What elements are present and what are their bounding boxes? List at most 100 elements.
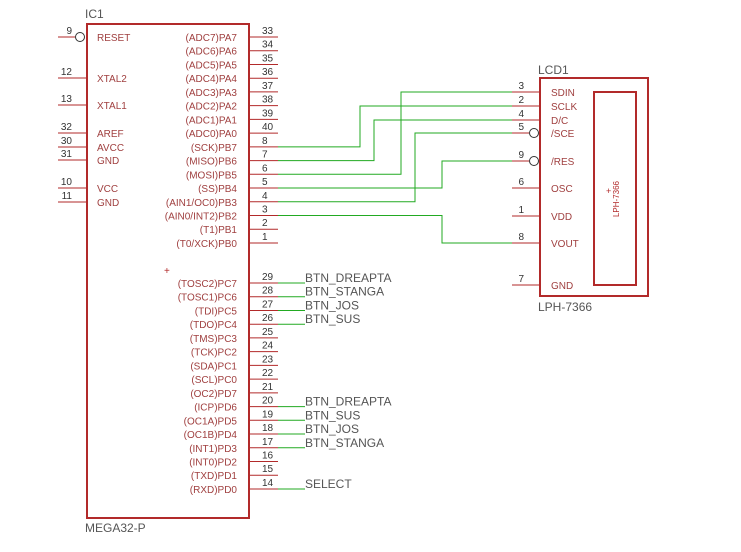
lcd1-body bbox=[539, 77, 649, 297]
ic1-pin-number: 23 bbox=[262, 354, 274, 365]
ic1-pin-name: AREF bbox=[97, 129, 124, 140]
ic1-pin-number: 39 bbox=[262, 108, 274, 119]
lcd1-pin-name: OSC bbox=[551, 184, 573, 195]
ic1-pin-number: 31 bbox=[61, 149, 73, 160]
ic1-pin-name: (OC1A)PD5 bbox=[184, 416, 238, 427]
connection-wire bbox=[278, 132, 512, 203]
net-label: BTN_DREAPTA bbox=[305, 395, 391, 409]
ic1-pin-name: (SCK)PB7 bbox=[191, 143, 238, 154]
ic1-pin-number: 36 bbox=[262, 67, 274, 78]
ic1-pin-name: (ADC4)PA4 bbox=[186, 74, 238, 85]
ic1-pin-name: (OC1B)PD4 bbox=[184, 430, 238, 441]
net-label: BTN_SUS bbox=[305, 312, 360, 326]
ic1-pin-name: (ADC5)PA5 bbox=[186, 60, 238, 71]
net-label: BTN_JOS bbox=[305, 298, 359, 312]
lcd1-pin-name: D/C bbox=[551, 116, 568, 127]
ic1-pin-number: 1 bbox=[262, 232, 268, 243]
ic1-pin-number: 5 bbox=[262, 177, 268, 188]
ic1-pin-name: (SS)PB4 bbox=[198, 184, 237, 195]
ic1-pin-name: (TCK)PC2 bbox=[191, 348, 238, 359]
ic1-pin-number: 22 bbox=[262, 368, 274, 379]
lcd1-pin-number: 5 bbox=[518, 122, 524, 133]
ic1-pin-number: 30 bbox=[61, 136, 73, 147]
ic1-pin-name: (ADC0)PA0 bbox=[186, 129, 238, 140]
ic1-pin-name: (TMS)PC3 bbox=[190, 334, 238, 345]
ic1-pin-number: 9 bbox=[66, 26, 72, 37]
ic1-pin-number: 6 bbox=[262, 163, 268, 174]
ic1-left-pins: 9RESET12XTAL213XTAL132AREF30AVCC31GND10V… bbox=[58, 26, 130, 209]
ic1-pin-number: 29 bbox=[262, 272, 274, 283]
net-label: BTN_JOS bbox=[305, 422, 359, 436]
ic1-value: MEGA32-P bbox=[85, 521, 146, 535]
ic1-pin-number: 17 bbox=[262, 437, 274, 448]
ic1-pin-number: 20 bbox=[262, 396, 274, 407]
lcd1-display-outline bbox=[593, 91, 637, 286]
lcd1-pin-name: /RES bbox=[551, 157, 575, 168]
connection-wire bbox=[278, 160, 512, 189]
ic1-pin-name: VCC bbox=[97, 184, 118, 195]
lcd1-pin-number: 1 bbox=[518, 205, 524, 216]
ic1-pin-name: (ADC2)PA2 bbox=[186, 102, 238, 113]
ic1-pin-number: 14 bbox=[262, 478, 274, 489]
ic1-pin-number: 4 bbox=[262, 191, 268, 202]
ic1-pin-number: 26 bbox=[262, 313, 274, 324]
ic1-pin-name: (TOSC2)PC7 bbox=[178, 279, 238, 290]
ic1-pin-number: 32 bbox=[61, 122, 73, 133]
ic1-pin-name: XTAL1 bbox=[97, 101, 127, 112]
ic1-pin-number: 13 bbox=[61, 94, 73, 105]
lcd1-inner-label: LPH-7366 bbox=[612, 180, 621, 217]
ic1-pin-name: (MOSI)PB5 bbox=[186, 170, 238, 181]
ic1-pin-name: (INT0)PD2 bbox=[189, 457, 237, 468]
lcd1-origin-mark: + bbox=[606, 186, 611, 196]
ic1-pin-number: 10 bbox=[61, 177, 73, 188]
lcd1-pin-name: GND bbox=[551, 281, 573, 292]
lcd1-pin-name: /SCE bbox=[551, 129, 575, 140]
ic1-pin-number: 21 bbox=[262, 382, 274, 393]
ic1-pin-name: (SDA)PC1 bbox=[190, 361, 237, 372]
ic1-pin-name: (SCL)PC0 bbox=[191, 375, 237, 386]
ic1-pin-name: (RXD)PD0 bbox=[190, 485, 238, 496]
lcd1-pin-name: VOUT bbox=[551, 239, 579, 250]
net-label: BTN_SUS bbox=[305, 408, 360, 422]
ic1-pin-number: 25 bbox=[262, 327, 274, 338]
ic1-pin-name: GND bbox=[97, 156, 119, 167]
ic1-origin-mark: + bbox=[164, 266, 170, 277]
lcd1-pin-name: SCLK bbox=[551, 102, 577, 113]
ic1-pin-name: (OC2)PD7 bbox=[190, 389, 237, 400]
ic1-pin-name: (ADC1)PA1 bbox=[186, 115, 238, 126]
ic1-pin-number: 24 bbox=[262, 341, 274, 352]
ic1-pin-number: 34 bbox=[262, 40, 274, 51]
ic1-pin-name: (T0/XCK)PB0 bbox=[176, 239, 237, 250]
connection-wire bbox=[278, 91, 512, 175]
connection-wire bbox=[278, 214, 512, 244]
lcd1-pin-number: 4 bbox=[518, 109, 524, 120]
ic1-pin-number: 35 bbox=[262, 53, 274, 64]
ic1-pin-number: 18 bbox=[262, 423, 274, 434]
ic1-body bbox=[86, 23, 250, 519]
ic1-pin-number: 19 bbox=[262, 409, 274, 420]
lcd1-pin-number: 8 bbox=[518, 232, 524, 243]
ic1-pin-number: 38 bbox=[262, 95, 274, 106]
ic1-pin-name: (AIN1/OC0)PB3 bbox=[166, 198, 238, 209]
net-label: BTN_STANGA bbox=[305, 436, 384, 450]
ic1-pin-name: (TDI)PC5 bbox=[195, 306, 238, 317]
ic1-pin-number: 28 bbox=[262, 286, 274, 297]
lcd1-pin-inversion-bubble bbox=[529, 156, 539, 166]
lcd1-pin-name: VDD bbox=[551, 212, 572, 223]
ic1-pin-number: 2 bbox=[262, 218, 268, 229]
net-label: SELECT bbox=[305, 477, 352, 491]
lcd1-pin-number: 3 bbox=[518, 81, 524, 92]
ic1-right-pins: 33(ADC7)PA734(ADC6)PA635(ADC5)PA536(ADC4… bbox=[165, 26, 278, 496]
ic1-pin-name: XTAL2 bbox=[97, 74, 127, 85]
connection-wire bbox=[278, 119, 512, 162]
ic1-pin-number: 37 bbox=[262, 81, 274, 92]
ic1-pin-name: (ADC7)PA7 bbox=[186, 33, 238, 44]
net-label: BTN_STANGA bbox=[305, 285, 384, 299]
net-label: BTN_DREAPTA bbox=[305, 271, 391, 285]
ic1-pin-inversion-bubble bbox=[75, 32, 85, 42]
ic1-pin-name: RESET bbox=[97, 33, 130, 44]
ic1-pin-number: 27 bbox=[262, 299, 274, 310]
ic1-pin-name: (TXD)PD1 bbox=[191, 471, 238, 482]
net-labels: BTN_DREAPTABTN_STANGABTN_JOSBTN_SUSBTN_D… bbox=[305, 271, 391, 491]
